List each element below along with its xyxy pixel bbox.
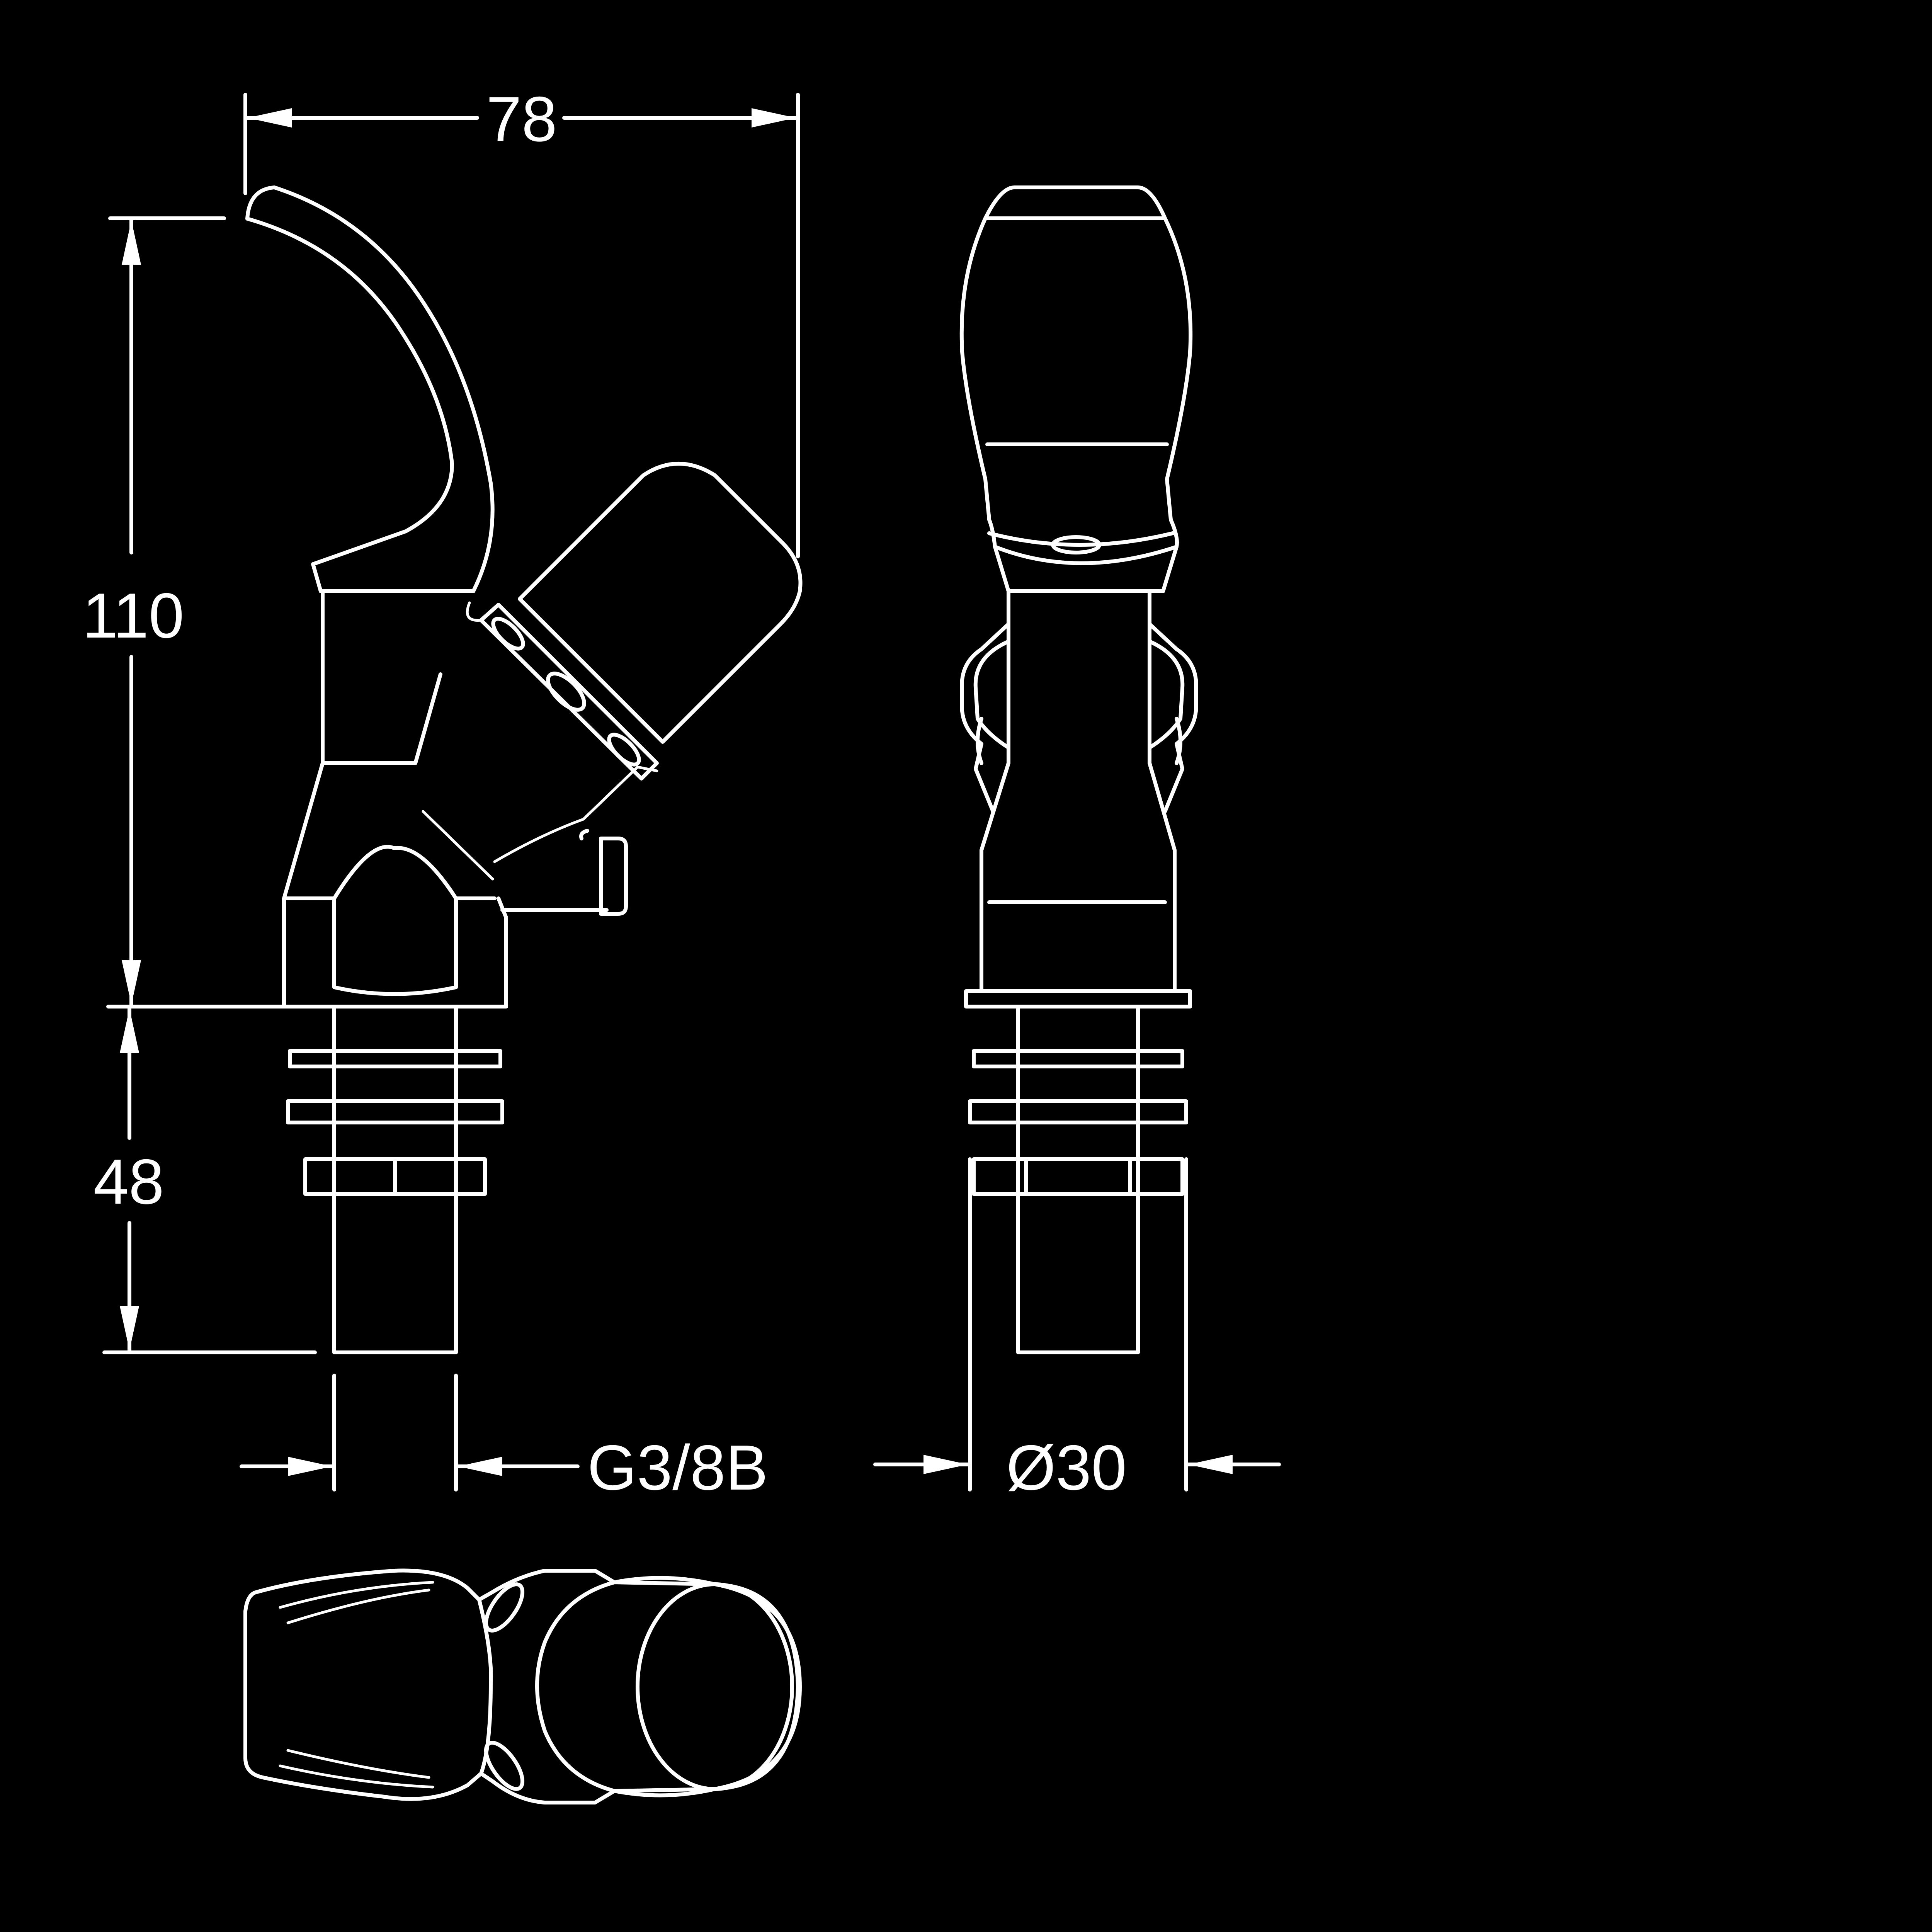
top-handle	[535, 1576, 802, 1798]
top-spout-line-4	[279, 1764, 434, 1789]
dim-78-arrow-left	[247, 108, 292, 128]
side-view	[245, 185, 803, 1354]
side-handle-cap	[518, 462, 803, 744]
front-left-lobe	[960, 622, 1010, 813]
dim-110-label: 110	[82, 580, 184, 651]
side-handle-stem	[479, 603, 659, 781]
front-washer-2	[968, 1099, 1188, 1124]
dimension-48: 48	[93, 1007, 317, 1354]
front-shank	[1016, 1005, 1140, 1354]
side-nut-3	[607, 733, 641, 767]
dim-48-arrow-bottom	[120, 1306, 139, 1350]
top-spout-line-1	[279, 1581, 434, 1609]
front-body-base	[964, 989, 1192, 1009]
side-stem-edge	[466, 601, 483, 622]
dimension-thread: G3/8B	[240, 1374, 768, 1503]
side-washer-2	[286, 1099, 504, 1124]
front-outlet-hole	[1051, 535, 1101, 554]
front-right-lobe	[1148, 622, 1198, 813]
dim-78-label: 78	[486, 83, 557, 155]
dim-dia-arrow-left	[923, 1455, 968, 1474]
side-washer-1	[288, 1049, 502, 1068]
side-nut-1	[491, 617, 525, 651]
dimension-diameter: Ø30	[873, 1157, 1281, 1503]
dim-thread-label: G3/8B	[587, 1432, 768, 1503]
front-washer-1	[972, 1049, 1184, 1068]
top-hub-detail-2	[484, 1741, 525, 1791]
dim-dia-label: Ø30	[1006, 1432, 1127, 1503]
side-nut-2	[546, 672, 586, 712]
top-spout-line-2	[286, 1588, 430, 1624]
dim-110-arrow-bottom	[122, 960, 141, 1005]
dimension-110: 110	[82, 216, 286, 1009]
top-hub	[477, 1569, 616, 1804]
dim-78-arrow-right	[752, 108, 796, 128]
top-handle-outline	[713, 1582, 800, 1791]
side-body-line	[422, 765, 658, 881]
dim-dia-arrow-right	[1188, 1455, 1233, 1474]
top-handle-face	[636, 1582, 794, 1791]
top-hub-detail-1	[484, 1582, 525, 1633]
top-view	[243, 1568, 802, 1804]
front-spout-base	[987, 531, 1179, 565]
dimension-78: 78	[243, 83, 800, 558]
dim-thread-arrow-left	[288, 1457, 332, 1476]
side-shank	[332, 1005, 458, 1354]
dim-48-label: 48	[93, 1146, 164, 1217]
side-spout	[245, 185, 495, 593]
front-nut-base	[972, 1157, 1184, 1196]
side-valve	[579, 829, 628, 916]
top-spout-line-3	[286, 1749, 430, 1779]
side-body-upper	[282, 589, 609, 1009]
front-body	[980, 589, 1177, 993]
dim-48-arrow-top	[120, 1009, 139, 1053]
top-spout	[243, 1568, 493, 1801]
front-view	[959, 185, 1198, 1354]
dim-thread-arrow-right	[458, 1457, 502, 1476]
side-spout-inner	[245, 217, 454, 593]
front-spout	[959, 185, 1193, 593]
dim-110-arrow-top	[122, 220, 141, 265]
side-body-dome	[282, 845, 497, 996]
